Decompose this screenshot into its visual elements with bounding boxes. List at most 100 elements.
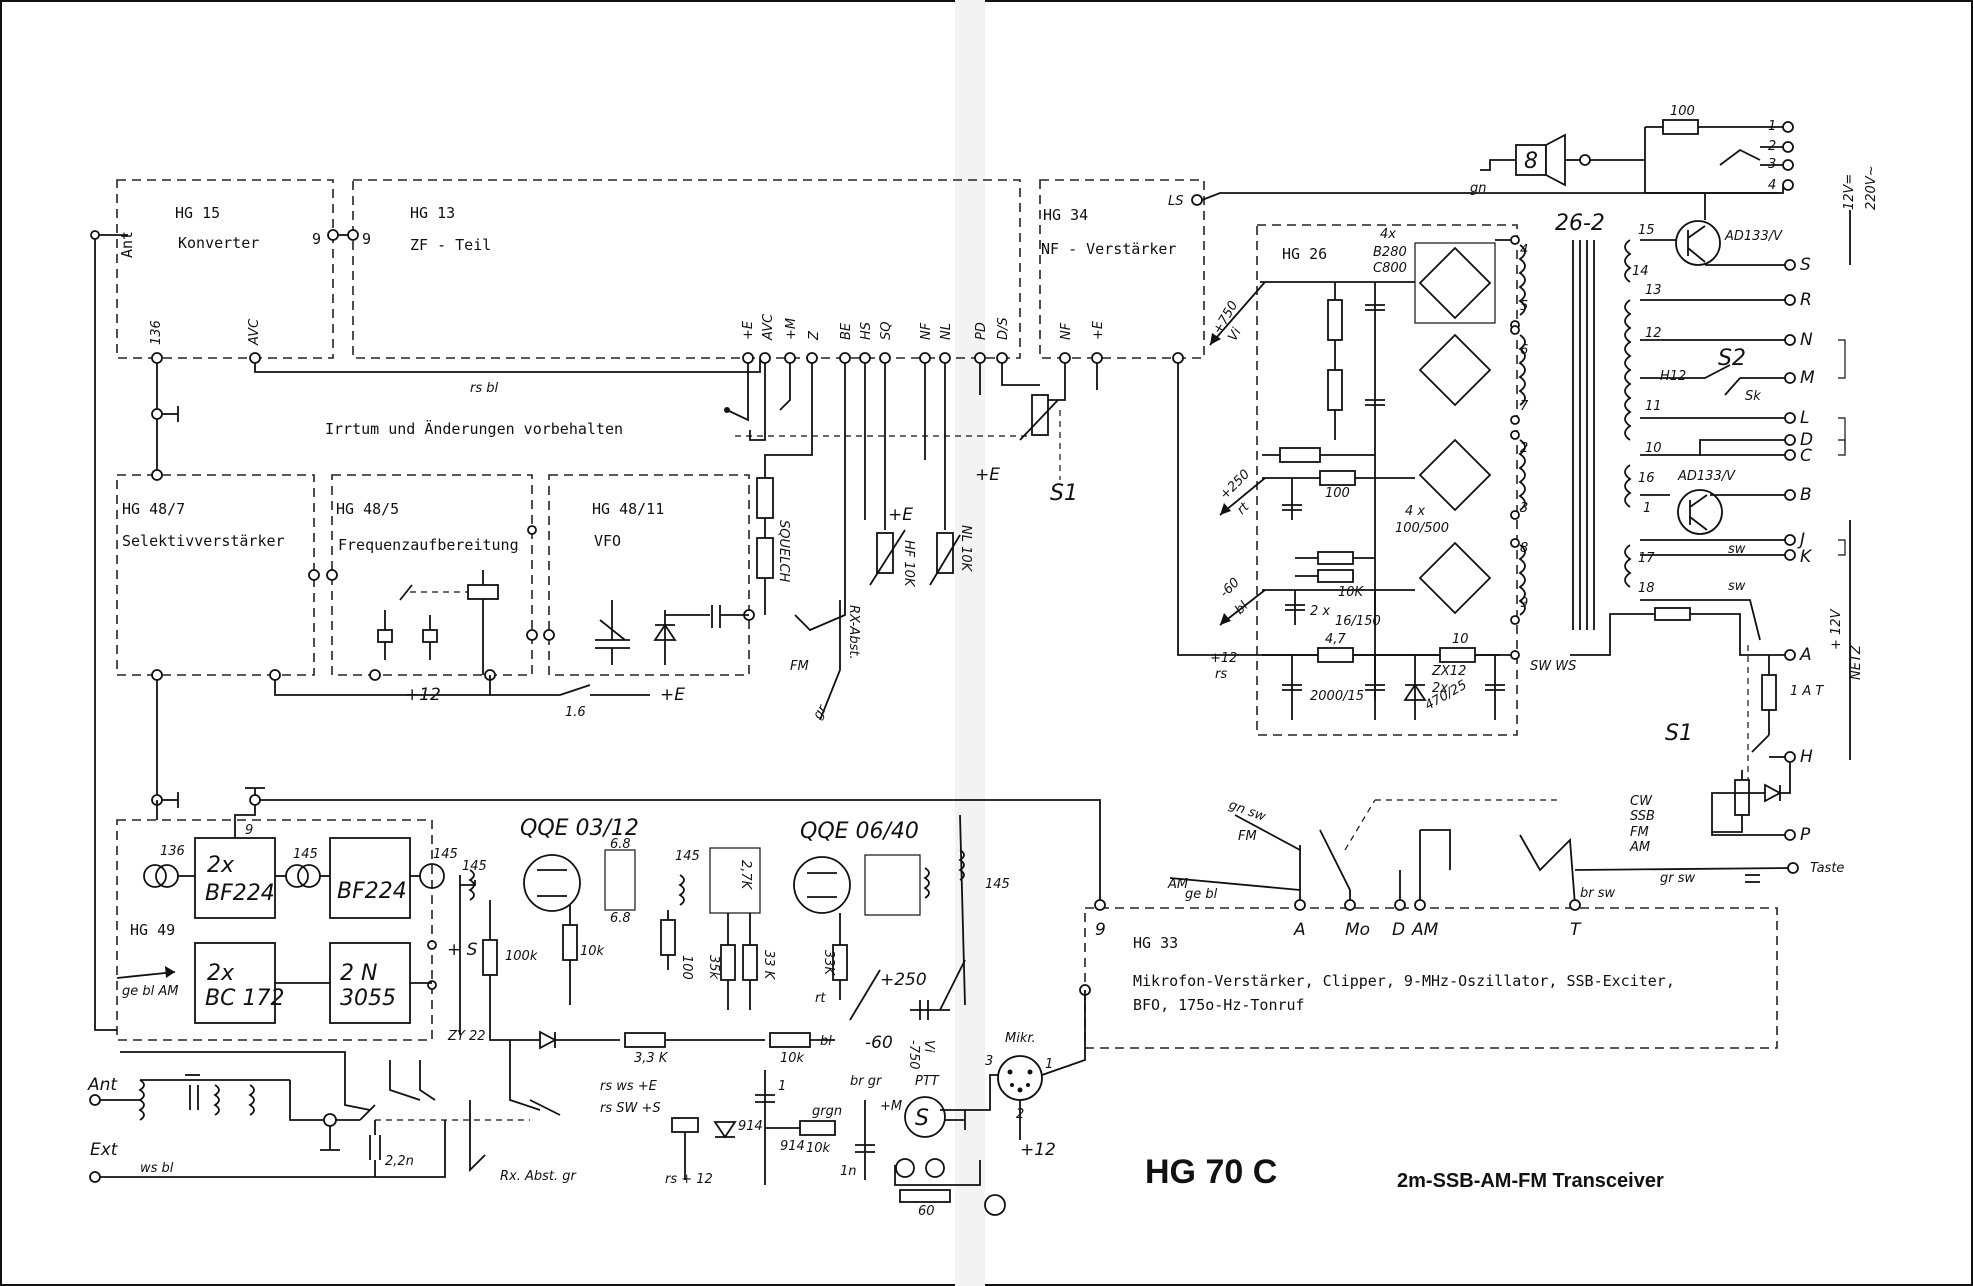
r100b-label: 100 (1670, 104, 1695, 119)
pin9a-label: 9 (312, 230, 321, 248)
tube-a-label: QQE 03/12 (520, 816, 639, 841)
c914b-label: 914 (780, 1139, 805, 1154)
sw-t-label: T (1570, 920, 1582, 940)
mic-plus12-label: +12 (1020, 1140, 1056, 1160)
pin-n: N (1800, 330, 1813, 350)
nl10k-label: NL 10K (958, 525, 973, 573)
hg33-desc: Mikrofon-Verstärker, Clipper, 9-MHz-Oszi… (1133, 972, 1675, 990)
mic-pin1-label: 1 (1045, 1057, 1053, 1072)
gn-label: gn (1470, 181, 1487, 196)
wind-4: 4 (1520, 243, 1528, 258)
box-hg26 (1256, 224, 1518, 736)
r33k2-label: 33K (821, 950, 836, 977)
t145a-label: 145 (293, 847, 318, 862)
dis-label: D/S (996, 317, 1011, 340)
hg26-section: 4x B280 C800 4 5 6 7 2 3 8 9 (1209, 227, 1576, 720)
block-2n3055-b: 3055 (340, 986, 396, 1011)
antenna-section: Ant Ext ws bl 2,2n Rx. Abst. gr rs ws +E… (87, 984, 1091, 1219)
hg48-wiring: +12 1.6 +E (151, 525, 755, 808)
hg26-sw-ws: SW WS (1530, 659, 1576, 674)
plus12-label: +12 (405, 685, 441, 705)
hg26-250: +250 (1217, 467, 1253, 503)
block-bc172-a: 2x (207, 961, 235, 986)
hg49-title: HG 49 (130, 921, 175, 939)
s2-label: S2 (1718, 346, 1746, 371)
trafo-label: 26-2 (1555, 211, 1605, 236)
speaker-label: 8 (1524, 149, 1538, 174)
pin-p: P (1800, 825, 1811, 845)
t145c-label: 145 (462, 859, 487, 874)
r100-label: 100 (679, 955, 694, 980)
grgn-label: grgn (812, 1104, 842, 1119)
wind-6: 6 (1520, 343, 1528, 358)
plus250-label: +250 (880, 970, 927, 990)
transistor-ad133-a (1675, 220, 1721, 266)
fuse-icon (1761, 674, 1777, 711)
ant-top-label: Ant (118, 231, 136, 258)
hf10k-label: HF 10K (901, 540, 916, 588)
hg487-desc: Selektivverstärker (122, 532, 285, 550)
zy22-label: ZY 22 (447, 1029, 486, 1044)
block-bf224-text: BF224 (337, 879, 407, 904)
tube-qqe0640 (793, 856, 851, 914)
hg33-title: HG 33 (1133, 934, 1178, 952)
hg26-2000: 2000/15 (1310, 689, 1364, 704)
control-wiring: SQUELCH +E HF 10K NL 10K +E S1 RX-Abst. … (724, 363, 1078, 722)
pin9c-label: 9 (245, 823, 253, 838)
wind-7: 7 (1520, 399, 1529, 414)
pin-s: S (1800, 255, 1811, 275)
block-2n3055 (329, 942, 411, 1024)
rs12-label: rs + 12 (665, 1172, 713, 1187)
tap-12: 12 (1645, 326, 1662, 341)
nf2-label: NF (1059, 322, 1074, 340)
sw2-label: sw (1728, 579, 1746, 594)
ext-label: Ext (90, 1140, 119, 1160)
hg26-title: HG 26 (1282, 245, 1327, 263)
speaker-icon (1545, 133, 1566, 187)
hg49-section: 2x BF224 BF224 2x BC 172 2 N 3055 136 14… (116, 787, 1106, 1070)
wind-9: 9 (1520, 596, 1528, 611)
plus-e5-label: +E (975, 465, 1000, 485)
sw-d-label: D (1392, 920, 1405, 940)
ls-label: LS (1168, 194, 1184, 209)
hg13-terminals: +E AVC +M Z BE HS SQ NF NL PD D/S (741, 313, 1011, 364)
t145d-label: 145 (675, 849, 700, 864)
gr-label: gr (810, 701, 831, 722)
pin-h: H (1800, 747, 1813, 767)
pin136b-label: 136 (160, 844, 185, 859)
t145e-label: 145 (985, 877, 1010, 892)
c1-label: 1 (778, 1079, 786, 1094)
minus750-label: -750 (906, 1040, 921, 1070)
transformer-section: 26-2 15 14 13 12 11 10 16 1 17 18 AD133/… (1470, 104, 1879, 845)
box-hg4811 (548, 474, 750, 676)
tap-14: 14 (1632, 264, 1649, 279)
tap-17: 17 (1638, 551, 1655, 566)
hg33-desc2: BFO, 175o-Hz-Tonruf (1133, 996, 1305, 1014)
taste-label: Taste (1810, 861, 1844, 876)
sk-label: Sk (1745, 389, 1761, 404)
pin136a-label: 136 (149, 320, 164, 345)
vi-label: Vi (921, 1040, 936, 1053)
minus60-label: -60 (865, 1033, 893, 1053)
mode-cw: CW (1630, 794, 1653, 809)
hg15-title: HG 15 (175, 204, 220, 222)
pin-l: L (1800, 408, 1809, 428)
box-hg34 (1039, 179, 1205, 359)
tap-18: 18 (1638, 581, 1655, 596)
hg26-100: 100 (1325, 486, 1350, 501)
pin9b-label: 9 (362, 230, 371, 248)
mic-connector-icon (997, 1055, 1043, 1101)
plus-e-label: +E (741, 320, 756, 340)
tap-11: 11 (1645, 399, 1662, 414)
hg13-desc: ZF - Teil (410, 236, 491, 254)
rs-sw-s-label: rs SW +S (600, 1101, 661, 1116)
br-sw-label: br sw (1580, 886, 1616, 901)
hg26-100500: 100/500 (1395, 521, 1449, 536)
hg26-c800: C800 (1373, 261, 1407, 276)
be-label: BE (839, 322, 854, 340)
wind-5: 5 (1520, 299, 1528, 314)
module-labels: HG 15 Konverter HG 13 ZF - Teil HG 34 NF… (122, 204, 1675, 1014)
hg26-zx12: ZX12 (1431, 664, 1466, 679)
hg26-2x: 2x (1432, 681, 1448, 696)
